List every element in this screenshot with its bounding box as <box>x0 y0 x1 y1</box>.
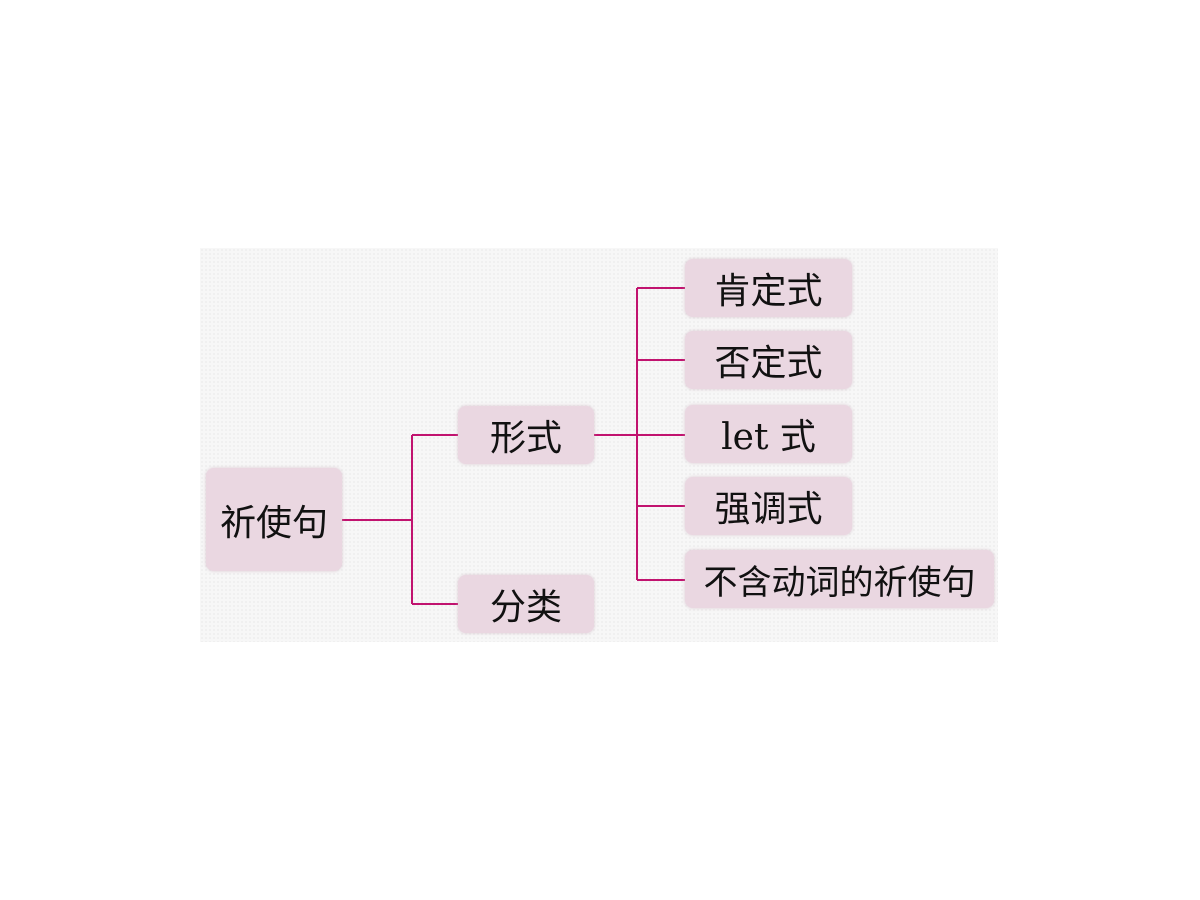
node-let: let 式 <box>685 405 852 463</box>
node-affirmative: 肯定式 <box>685 259 852 317</box>
node-verbless: 不含动词的祈使句 <box>685 550 994 608</box>
root-node: 祈使句 <box>206 468 342 571</box>
node-emphatic: 强调式 <box>685 477 852 535</box>
node-negative: 否定式 <box>685 331 852 389</box>
node-classification: 分类 <box>458 575 594 633</box>
diagram-panel <box>200 248 998 642</box>
node-form: 形式 <box>458 406 594 464</box>
